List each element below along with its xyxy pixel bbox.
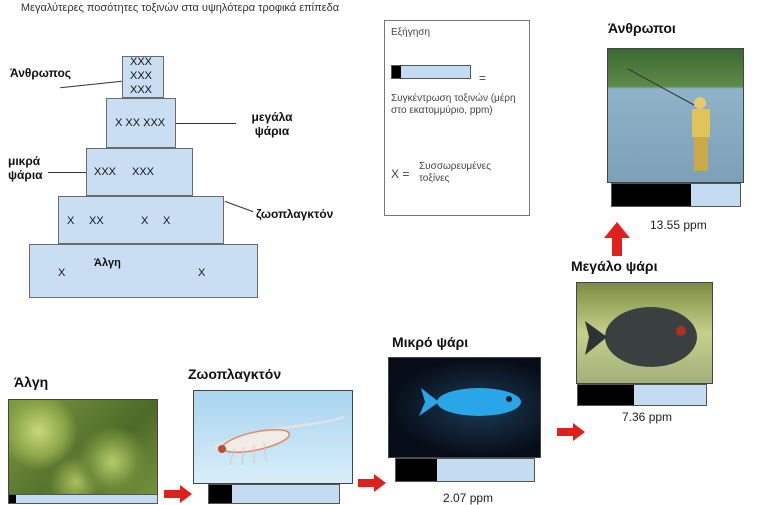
- diagram-title: Μεγαλύτερες ποσότητες τοξινών στα υψηλότ…: [20, 2, 340, 14]
- legend-box: Εξήγηση = Συγκέντρωση τοξινών (μέρη στο …: [384, 20, 530, 216]
- fisherman-icon: [627, 68, 710, 171]
- algae-photo: [8, 399, 158, 504]
- legend-bar-meaning: Συγκέντρωση τοξινών (μέρη στο εκατομμύρι…: [391, 93, 516, 116]
- krill-icon: [211, 416, 345, 466]
- toxin-marks: XXX: [130, 84, 153, 96]
- toxin-bar-small-fish: [395, 458, 535, 482]
- toxin-marks: X: [67, 215, 75, 227]
- toxin-bar-fill: [396, 459, 438, 481]
- toxin-marks: XXX: [130, 56, 153, 68]
- pyramid-tier-zooplankton: X XX X X: [58, 196, 224, 244]
- legend-title: Εξήγηση: [391, 27, 431, 38]
- toxin-bar-zooplankton: [208, 484, 340, 504]
- leader-line: [176, 123, 236, 124]
- tier-label-zooplankton: ζωοπλαγκτόν: [256, 207, 334, 221]
- toxin-bar-fill: [612, 184, 692, 206]
- tier-label-big-fish: μεγάλα ψάρια: [251, 110, 293, 138]
- ppm-small-fish: 2.07 ppm: [443, 491, 494, 505]
- toxin-bar-algae: [8, 494, 158, 504]
- fish-icon: [585, 307, 697, 367]
- fish-icon: [419, 388, 521, 416]
- pyramid-tier-algae: X Άλγη X: [29, 244, 258, 298]
- leader-line: [60, 80, 122, 89]
- toxin-marks: X: [198, 267, 206, 279]
- chain-label-small-fish: Μικρό ψάρι: [392, 334, 469, 350]
- toxin-bar-fill: [209, 485, 233, 503]
- legend-equals: =: [479, 71, 487, 85]
- humans-photo: [607, 48, 744, 183]
- arrow-right-icon: [358, 474, 386, 492]
- leader-line: [224, 200, 254, 213]
- toxin-marks: XXX: [130, 70, 153, 82]
- leader-line: [48, 172, 86, 173]
- toxin-marks: X: [58, 267, 66, 279]
- tier-label-algae: Άλγη: [94, 257, 121, 269]
- toxin-marks: X: [141, 215, 149, 227]
- toxin-bar-big-fish: [577, 384, 707, 406]
- arrow-up-icon: [604, 222, 630, 256]
- toxin-marks: X: [163, 215, 171, 227]
- toxin-bar-fill: [9, 495, 17, 503]
- arrow-right-icon: [164, 485, 192, 503]
- tier-label-small-fish: μικρά ψάρια: [8, 154, 43, 182]
- big-fish-photo: [576, 282, 713, 384]
- pyramid-tier-big-fish: X XX XXX: [106, 98, 176, 148]
- toxin-marks: XXX: [132, 166, 155, 178]
- arrow-right-icon: [557, 423, 585, 441]
- toxin-marks: XXX: [94, 166, 117, 178]
- legend-x-meaning: Συσσωρευμένες τοξίνες: [419, 161, 491, 184]
- legend-bar-sample: [391, 65, 471, 79]
- small-fish-photo: [388, 357, 541, 458]
- zooplankton-photo: [193, 390, 353, 484]
- chain-label-big-fish: Μεγάλο ψάρι: [571, 258, 658, 274]
- toxin-bar-humans: [611, 183, 741, 207]
- chain-label-zooplankton: Ζωοπλαγκτόν: [188, 366, 282, 382]
- legend-x-symbol: X =: [391, 167, 410, 181]
- tier-label-humans: Άνθρωπος: [10, 66, 72, 80]
- ppm-humans: 13.55 ppm: [650, 218, 707, 232]
- toxin-marks: XX: [89, 215, 104, 227]
- pyramid-tier-small-fish: XXX XXX: [86, 148, 193, 196]
- ppm-big-fish: 7.36 ppm: [622, 410, 673, 424]
- chain-label-algae: Άλγη: [14, 374, 49, 390]
- chain-label-humans: Άνθρωποι: [608, 20, 676, 36]
- pyramid-tier-humans: XXX XXX XXX: [122, 56, 164, 98]
- toxin-bar-fill: [578, 385, 635, 405]
- toxin-marks: X XX XXX: [115, 117, 166, 129]
